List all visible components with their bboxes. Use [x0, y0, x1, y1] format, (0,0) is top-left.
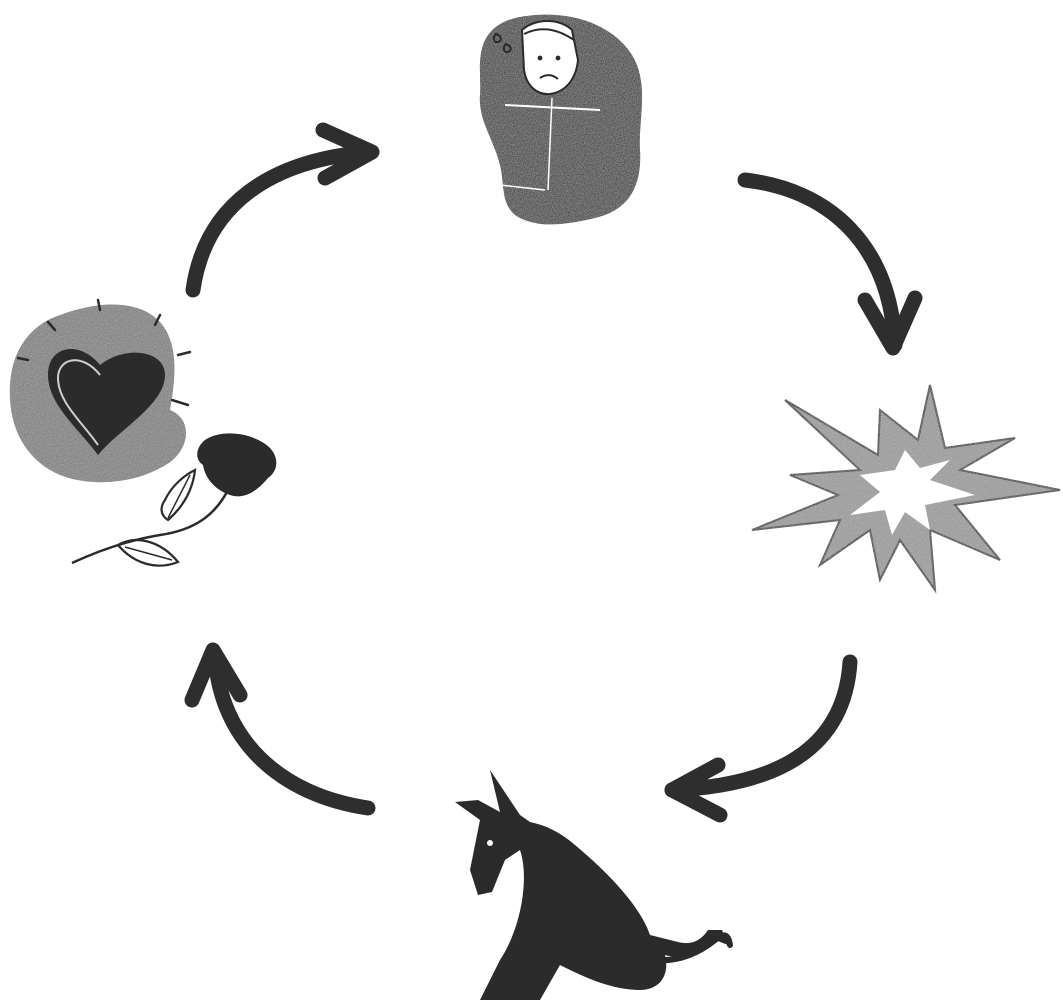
- arrow-to-worried-man: [193, 130, 372, 290]
- explosion-icon: [752, 385, 1060, 590]
- arrow-to-explosion: [745, 180, 915, 348]
- heart-and-rose-icon: [10, 300, 277, 566]
- worried-man-icon: [480, 15, 642, 225]
- arrow-to-donkey: [672, 662, 850, 815]
- arrow-to-heart: [192, 650, 368, 808]
